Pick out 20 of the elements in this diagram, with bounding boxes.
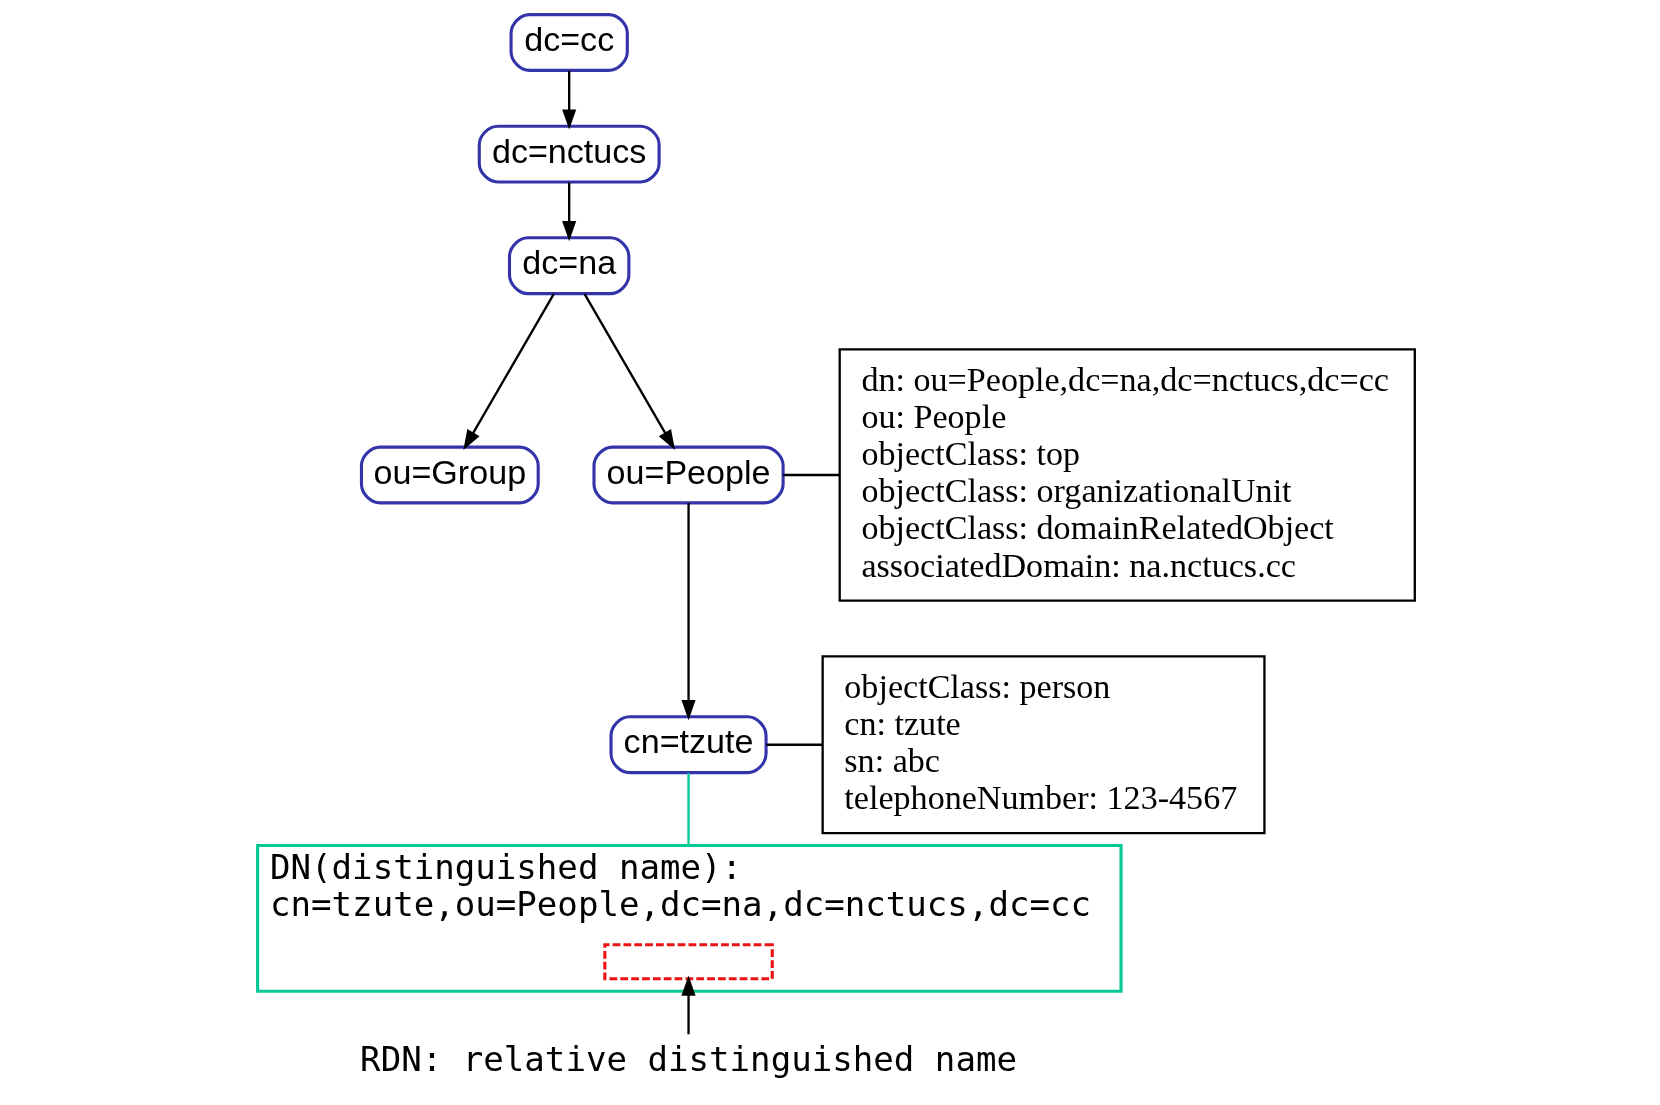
node-text: RDN: relative distinguished name (360, 1039, 1017, 1080)
connector (687, 772, 690, 846)
arrow (562, 70, 577, 130)
arrow (681, 975, 696, 1035)
node-box (603, 943, 774, 981)
node-box: dc=na (507, 236, 631, 296)
node-box: objectClass: person cn: tzute sn: abc telephoneNumber: 123-4567 (821, 655, 1266, 835)
node-box: ou=People (592, 445, 785, 505)
connector (783, 473, 840, 477)
arrow (463, 293, 555, 451)
cluster: DN(distinguished name): cn=tzute,ou=People,dc=na,dc=nctucs,dc=cc (256, 843, 1123, 993)
arrow (583, 293, 675, 451)
node-box: dn: ou=People,dc=na,dc=nctucs,dc=cc ou: People objectClass: top objectClass: organizationalUnit objectClass: domainRelatedObject associatedDomain: na.nctucs.cc (838, 348, 1416, 602)
node-box: dc=cc (509, 13, 629, 72)
node-box: dc=nctucs (477, 124, 661, 184)
arrow (562, 182, 577, 242)
connector (766, 743, 823, 746)
arrow (681, 503, 696, 721)
node-box: cn=tzute (609, 715, 768, 775)
node-box: ou=Group (359, 445, 540, 505)
